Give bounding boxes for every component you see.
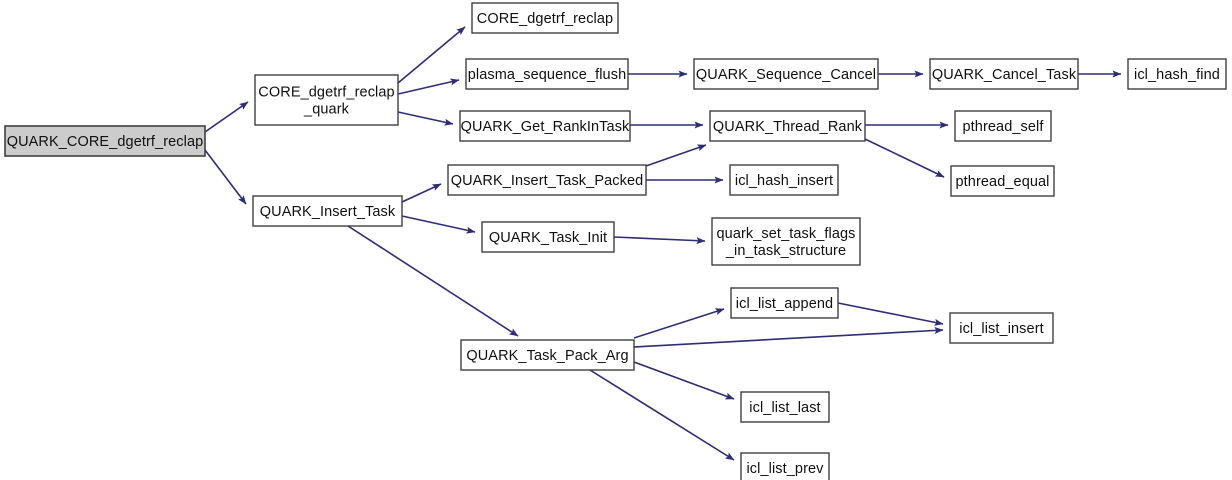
node-box-core_quark[interactable] [254, 74, 399, 126]
node-box-icl_list_append[interactable] [730, 287, 839, 319]
edge-root-to-core_quark [204, 101, 249, 133]
node-quark_task_pack_arg[interactable]: QUARK_Task_Pack_Arg [460, 339, 635, 371]
edge-root-to-quark_insert_task [204, 149, 247, 205]
edge-core_quark-to-plasma_seq_flush [397, 78, 460, 95]
node-icl_list_prev[interactable]: icl_list_prev [740, 452, 830, 480]
node-box-icl_list_insert[interactable] [949, 312, 1054, 344]
node-quark_task_init[interactable]: QUARK_Task_Init [481, 221, 615, 253]
edge-quark_insert_task-to-quark_task_init [401, 215, 476, 234]
edge-core_quark-to-quark_get_rank [397, 111, 454, 126]
edge-quark_insert_task-to-quark_insert_packed [401, 183, 442, 203]
node-box-icl_list_prev[interactable] [740, 452, 830, 480]
node-pthread_equal[interactable]: pthread_equal [950, 165, 1055, 197]
edge-quark_task_pack_arg-to-icl_list_last [633, 361, 735, 400]
edge-quark_task_pack_arg-to-icl_list_insert [633, 326, 944, 348]
node-box-quark_task_pack_arg[interactable] [460, 339, 635, 371]
node-box-pthread_self[interactable] [954, 110, 1052, 142]
node-box-quark_cancel_task[interactable] [929, 58, 1079, 90]
edge-quark_insert_task-to-quark_task_pack_arg [347, 225, 519, 337]
node-root[interactable]: QUARK_CORE_dgetrf_reclap [4, 125, 206, 157]
node-quark_insert_packed[interactable]: QUARK_Insert_Task_Packed [447, 164, 647, 196]
node-quark_set_task_flags[interactable]: quark_set_task_flags_in_task_structure [711, 217, 861, 266]
node-box-icl_hash_find[interactable] [1127, 58, 1227, 90]
node-icl_hash_find[interactable]: icl_hash_find [1127, 58, 1227, 90]
node-box-quark_insert_packed[interactable] [447, 164, 647, 196]
node-box-quark_seq_cancel[interactable] [693, 58, 879, 90]
node-box-icl_hash_insert[interactable] [729, 164, 839, 196]
node-box-quark_thread_rank[interactable] [709, 110, 866, 142]
edge-quark_task_pack_arg-to-icl_list_prev [589, 369, 735, 461]
node-pthread_self[interactable]: pthread_self [954, 110, 1052, 142]
node-box-quark_set_task_flags[interactable] [711, 217, 861, 266]
node-box-quark_insert_task[interactable] [252, 195, 403, 227]
node-box-plasma_seq_flush[interactable] [465, 58, 629, 90]
node-icl_hash_insert[interactable]: icl_hash_insert [729, 164, 839, 196]
node-box-core_reclap[interactable] [471, 2, 619, 34]
node-box-root[interactable] [4, 125, 206, 157]
edge-icl_list_append-to-icl_list_insert [837, 302, 944, 326]
edge-quark_task_pack_arg-to-icl_list_append [633, 308, 725, 339]
edge-quark_task_init-to-quark_set_task_flags [613, 236, 706, 245]
node-quark_cancel_task[interactable]: QUARK_Cancel_Task [929, 58, 1079, 90]
edge-core_quark-to-core_reclap [397, 26, 466, 84]
node-core_quark[interactable]: CORE_dgetrf_reclap_quark [254, 74, 399, 126]
node-icl_list_append[interactable]: icl_list_append [730, 287, 839, 319]
edges-layer [204, 26, 1122, 461]
node-core_reclap[interactable]: CORE_dgetrf_reclap [471, 2, 619, 34]
node-icl_list_insert[interactable]: icl_list_insert [949, 312, 1054, 344]
node-quark_thread_rank[interactable]: QUARK_Thread_Rank [709, 110, 866, 142]
node-plasma_seq_flush[interactable]: plasma_sequence_flush [465, 58, 629, 90]
node-quark_insert_task[interactable]: QUARK_Insert_Task [252, 195, 403, 227]
edge-quark_thread_rank-to-pthread_equal [864, 138, 945, 178]
node-quark_get_rank[interactable]: QUARK_Get_RankInTask [459, 110, 631, 142]
node-box-icl_list_last[interactable] [740, 391, 830, 423]
nodes-layer: QUARK_CORE_dgetrf_reclap CORE_dgetrf_recl… [4, 2, 1227, 480]
edge-quark_insert_packed-to-quark_thread_rank [645, 144, 707, 167]
node-box-pthread_equal[interactable] [950, 165, 1055, 197]
node-box-quark_get_rank[interactable] [459, 110, 631, 142]
node-box-quark_task_init[interactable] [481, 221, 615, 253]
node-icl_list_last[interactable]: icl_list_last [740, 391, 830, 423]
node-quark_seq_cancel[interactable]: QUARK_Sequence_Cancel [693, 58, 879, 90]
